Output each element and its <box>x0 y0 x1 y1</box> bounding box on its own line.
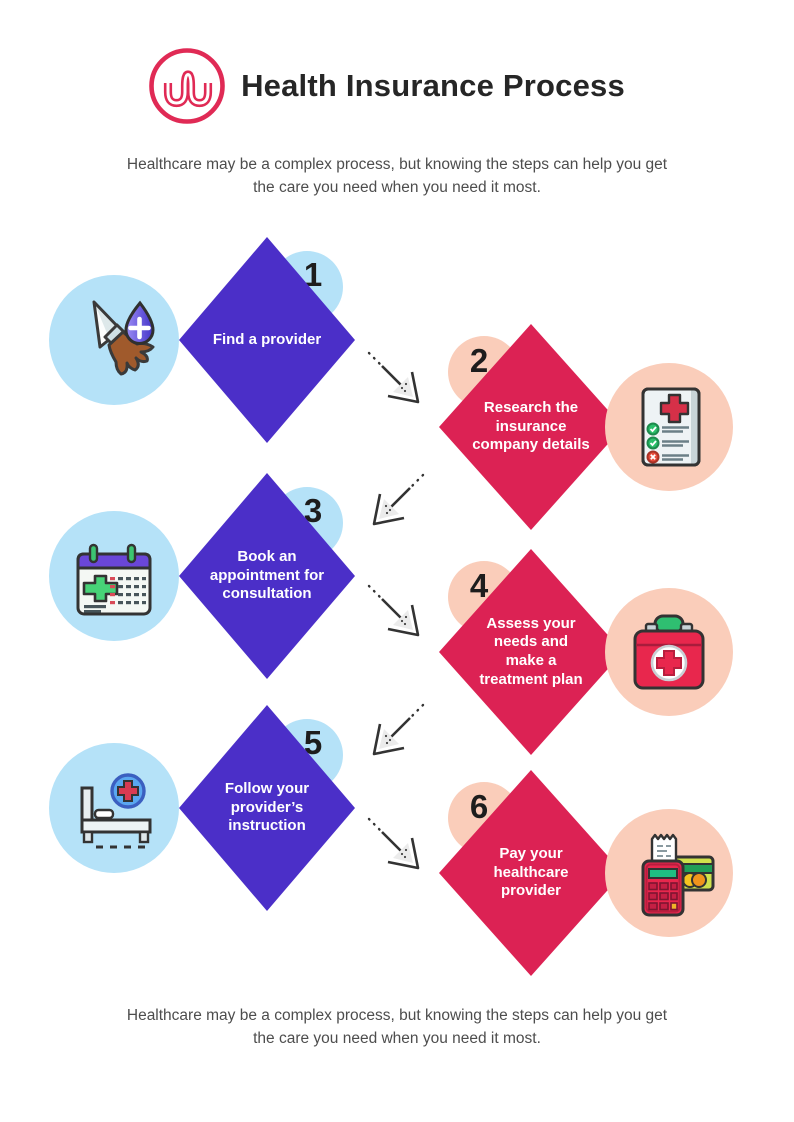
step-4-number-badge: 4 <box>448 561 520 633</box>
step-2-icon-circle <box>605 363 733 491</box>
step-5-label: Follow your provider’s instruction <box>224 779 310 835</box>
page-title: Health Insurance Process <box>241 68 625 103</box>
step-3-number: 3 <box>303 492 323 529</box>
step-4-number: 4 <box>469 567 489 604</box>
step-6-label: Pay your healthcare provider <box>493 844 569 900</box>
arrow-down-left-icon <box>372 473 425 526</box>
step-5-number: 5 <box>303 724 323 761</box>
step-3-icon-circle <box>49 511 179 641</box>
step-5-icon-circle <box>49 743 179 873</box>
step-3-label: Book an appointment for consultation <box>209 547 325 603</box>
medical-checklist-icon <box>641 387 701 467</box>
arrow-down-right-icon <box>367 584 420 637</box>
step-4-icon-circle <box>605 588 733 716</box>
arrow-down-right-icon <box>367 817 420 870</box>
arrow-down-left-icon <box>372 703 425 756</box>
step-1-icon-circle <box>49 275 179 405</box>
step-4-label: Assess your needs and make a treatment p… <box>479 614 583 688</box>
footer-text: Healthcare may be a complex process, but… <box>126 1007 668 1048</box>
hospital-bed-icon <box>80 773 152 849</box>
hand-water-drop-icon <box>92 300 155 376</box>
wave-squiggle-logo-icon <box>149 48 225 124</box>
first-aid-kit-icon <box>633 614 705 690</box>
step-1-number: 1 <box>303 256 323 293</box>
payment-terminal-icon <box>641 833 715 917</box>
step-2-label: Research the insurance company details <box>472 398 590 454</box>
medical-calendar-icon <box>76 543 152 616</box>
step-2-number: 2 <box>469 342 489 379</box>
step-6-number: 6 <box>469 788 489 825</box>
arrow-down-right-icon <box>367 351 420 404</box>
step-6-icon-circle <box>605 809 733 937</box>
intro-text: Healthcare may be a complex process, but… <box>126 156 668 197</box>
step-1-label: Find a provider <box>212 330 322 348</box>
